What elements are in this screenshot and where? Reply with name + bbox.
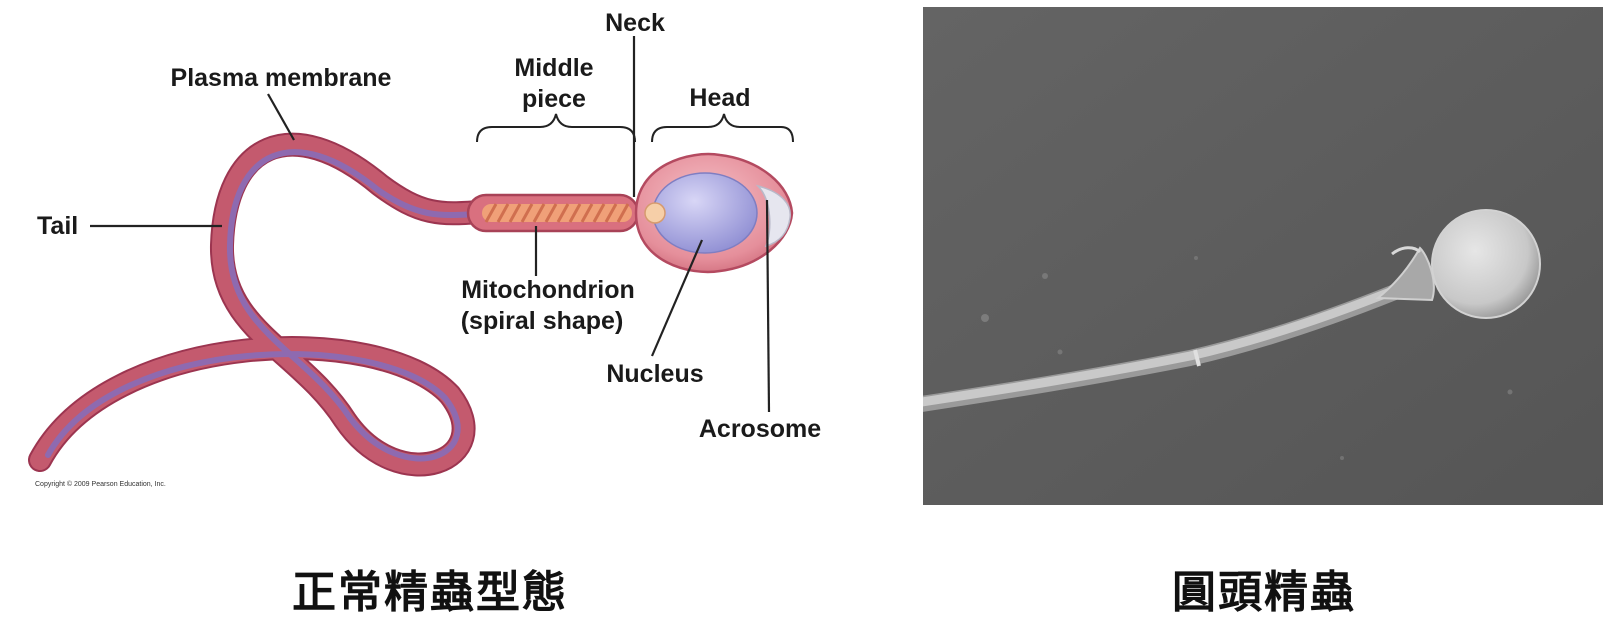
acrosome-leader	[765, 199, 771, 413]
caption-round-head-sperm: 圓頭精蟲	[1172, 567, 1356, 618]
sperm-diagram: Neck Plasma membrane Middle piece Head T…	[28, 9, 821, 488]
copyright-text: Copyright © 2009 Pearson Education, Inc.	[35, 480, 166, 488]
plasma-membrane-leader	[267, 93, 295, 141]
head-brace	[651, 113, 794, 143]
label-head: Head	[689, 84, 750, 112]
tail-axoneme	[45, 149, 483, 462]
nucleus-shape	[652, 172, 758, 254]
mitochondrion-spiral	[482, 203, 632, 223]
label-plasma-membrane: Plasma membrane	[171, 64, 392, 92]
round-head-sperm-micrograph	[923, 7, 1603, 505]
label-middle-piece-1: Middle	[514, 54, 593, 82]
tail-membrane	[28, 132, 492, 477]
label-mitochondrion-1: Mitochondrion	[461, 276, 635, 304]
micrograph-round-head	[1431, 209, 1541, 319]
acrosome-shape	[755, 184, 791, 248]
label-neck: Neck	[605, 9, 665, 37]
label-mitochondrion-2: (spiral shape)	[461, 307, 624, 335]
label-acrosome: Acrosome	[699, 415, 821, 443]
label-nucleus: Nucleus	[606, 360, 703, 388]
centriole	[644, 202, 666, 224]
caption-normal-sperm: 正常精蟲型態	[292, 567, 568, 618]
label-tail: Tail	[37, 212, 78, 240]
label-middle-piece-2: piece	[522, 85, 586, 113]
tail-membrane-fill	[30, 134, 490, 475]
middle-piece-brace	[476, 113, 636, 143]
nucleus-leader	[650, 239, 704, 357]
